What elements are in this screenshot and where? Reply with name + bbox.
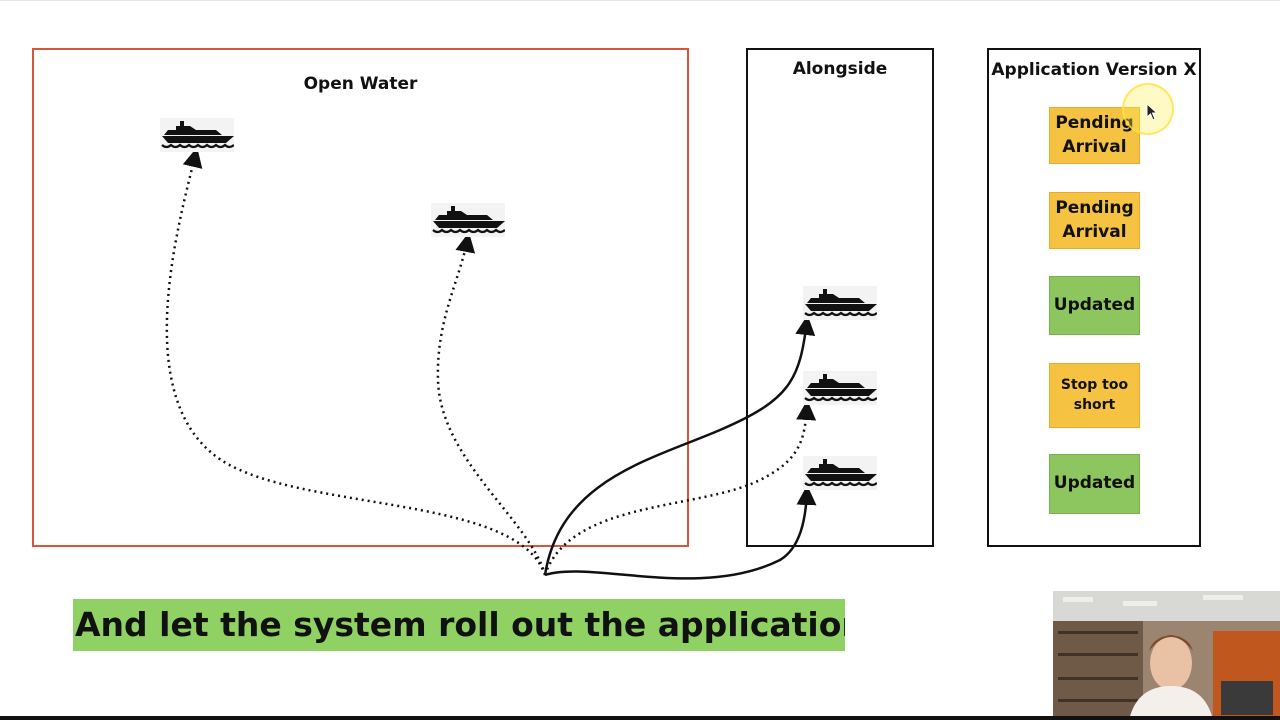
application-version-title: Application Version X bbox=[991, 60, 1197, 80]
status-label-line: Pending bbox=[1055, 112, 1134, 133]
ship-icon bbox=[803, 371, 877, 405]
bottom-bar bbox=[0, 716, 1280, 720]
status-box-stop-too-short: Stop too short bbox=[1049, 363, 1140, 428]
alongside-title: Alongside bbox=[792, 59, 888, 79]
connector-alongside-1 bbox=[543, 315, 816, 576]
ship-icon bbox=[803, 456, 877, 490]
status-label-line: Stop too bbox=[1060, 376, 1129, 393]
webcam-overlay bbox=[1053, 591, 1280, 720]
status-label-line: Arrival bbox=[1062, 221, 1127, 242]
status-label-line: Updated bbox=[1053, 473, 1136, 494]
connector-alongside-2 bbox=[543, 400, 817, 576]
status-label-line: short bbox=[1073, 396, 1116, 413]
status-label-line: Updated bbox=[1053, 294, 1136, 315]
open-water-title: Open Water bbox=[303, 74, 418, 94]
connector-open-water-1 bbox=[165, 147, 547, 576]
ship-icon bbox=[803, 286, 877, 320]
ship-icon bbox=[431, 203, 505, 237]
connector-open-water-2 bbox=[436, 232, 547, 576]
alongside-region: Alongside bbox=[746, 48, 934, 547]
top-divider bbox=[0, 0, 1280, 1]
open-water-region: Open Water bbox=[32, 48, 689, 547]
mouse-cursor-icon bbox=[1146, 103, 1158, 121]
status-box-pending-arrival: Pending Arrival bbox=[1049, 192, 1140, 249]
ship-icon bbox=[160, 118, 234, 152]
status-box-updated: Updated bbox=[1049, 276, 1140, 335]
connector-alongside-3 bbox=[544, 485, 817, 580]
presenter-video-image bbox=[1053, 591, 1280, 720]
connector-group bbox=[165, 147, 817, 580]
status-box-pending-arrival: Pending Arrival bbox=[1049, 107, 1140, 164]
status-label-line: Pending bbox=[1055, 197, 1134, 218]
status-box-updated: Updated bbox=[1049, 454, 1140, 514]
application-version-region: Application Version X Pending Arrival Pe… bbox=[987, 48, 1201, 547]
caption-subtitle: And let the system roll out the applicat… bbox=[73, 599, 845, 651]
status-label-line: Arrival bbox=[1062, 136, 1127, 157]
